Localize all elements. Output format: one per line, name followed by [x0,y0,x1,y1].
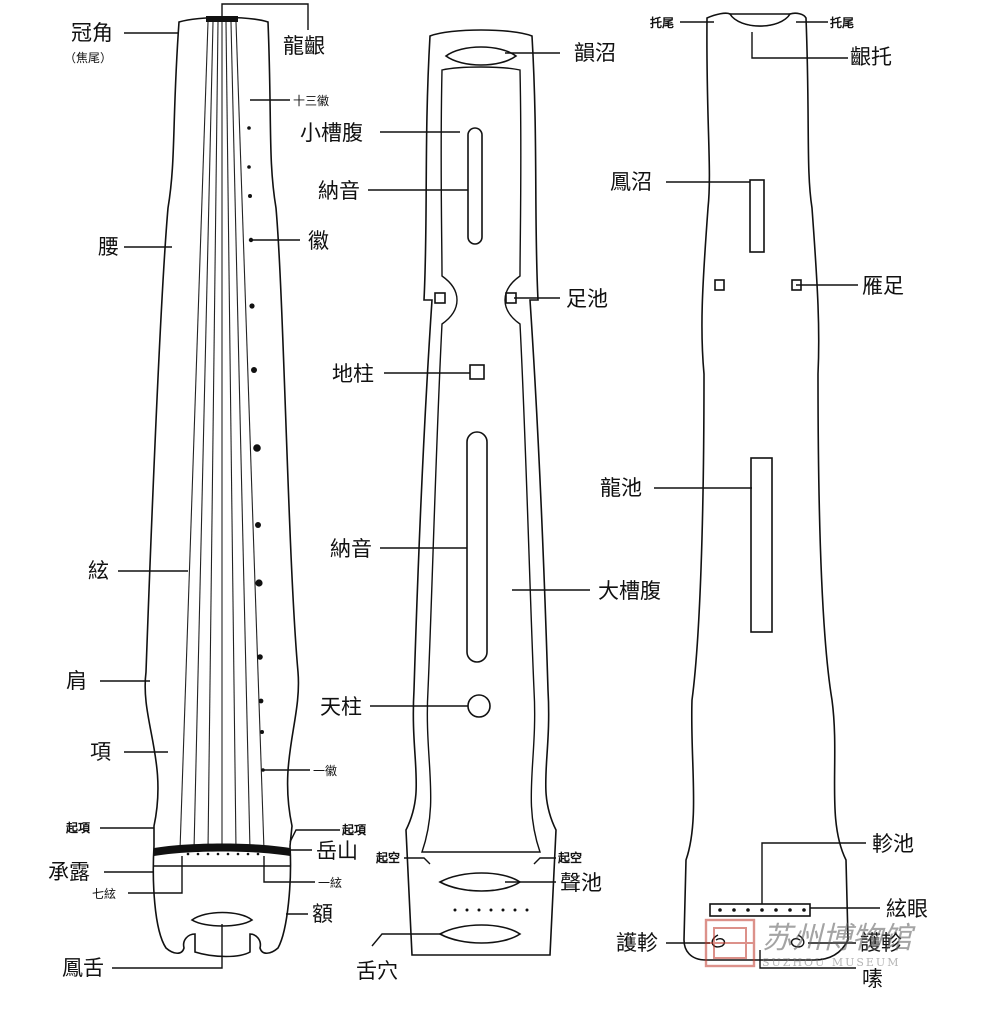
label-jiaowei: （焦尾） [64,51,112,65]
hui-markers [247,126,265,772]
yintuo-notch [728,13,792,27]
label-e: 額 [312,902,333,926]
shexue-hole [438,924,522,944]
label-longchi: 龍池 [600,476,642,500]
watermark-english: SUZHOU MUSEUM [762,956,900,969]
fengshe-tongue [190,911,254,927]
label-hui: 徽 [308,229,329,253]
longyin-ridge [206,16,238,22]
large-nayin-ridge [466,431,488,663]
label-fengshe: 鳳舌 [62,956,104,980]
label-dizhu: 地柱 [332,362,374,386]
label-huzhen-right: 護軫 [860,931,902,955]
label-qixiang-left: 起項 [65,820,91,835]
huzhen-left-curl [711,934,726,948]
tianzhu-pillar [467,694,491,718]
label-jian: 肩 [66,669,87,693]
label-fengzhao: 鳳沼 [610,170,652,194]
small-nayin-ridge [467,127,483,245]
strings [179,21,265,851]
label-xiaocaofu: 小槽腹 [300,121,363,145]
bottom-inner-cavity [421,66,541,853]
dizhu-pillar [469,364,485,380]
label-huzhen-left: 護軫 [616,931,658,955]
fengzhao-hole [749,179,765,253]
label-shisanhui: 十三徽 [293,93,329,108]
label-yanzu: 雁足 [862,274,904,298]
label-yixian: 一絃 [318,875,342,890]
label-tuowei-left: 托尾 [650,15,674,30]
label-yintuo: 齦托 [850,45,892,69]
label-zhenchi: 軫池 [872,832,914,856]
label-sang: 嗉 [862,967,883,991]
yueshan-bridge [154,843,290,856]
label-qixiang-right: 起項 [341,822,367,837]
label-nayin-bottom: 納音 [330,537,372,561]
label-yao: 腰 [98,235,119,259]
label-xiang: 項 [90,740,111,764]
label-nayin-top: 納音 [318,179,360,203]
string-holes [186,852,260,856]
label-shengchi: 聲池 [560,871,602,895]
label-yueshan: 岳山 [316,839,358,863]
label-longyin: 龍齦 [283,34,325,58]
longchi-hole [750,457,773,633]
zuchi-left [434,292,446,304]
label-yihui: 一徽 [313,763,337,778]
museum-logo-icon [704,918,756,968]
xianyan-holes [718,908,806,912]
label-qikong-right: 起空 [557,850,582,865]
back-view: 托尾 托尾 齦托 鳳沼 雁足 龍池 軫池 絃眼 護軫 護軫 嗉 [600,12,928,991]
museum-watermark: 苏州博物馆 SUZHOU MUSEUM [704,918,916,969]
label-zuchi: 足池 [566,287,608,311]
label-dacaofu: 大槽腹 [598,579,661,603]
label-guanjiao: 冠角 [71,21,113,45]
huzhen-right-curl [790,934,805,948]
label-qikong-left: 起空 [375,850,400,865]
label-chenglu: 承露 [48,860,90,884]
bottom-peg-holes [453,908,529,912]
label-qixian: 七絃 [92,886,116,901]
label-shexue: 舌穴 [356,959,398,983]
bottom-view: 韻沼 小槽腹 納音 足池 地柱 納音 大槽腹 天柱 起空 起空 聲池 舌穴 [300,29,661,983]
label-tuowei-right: 托尾 [830,15,854,30]
front-view: 冠角 （焦尾） 龍齦 十三徽 徽 腰 絃 肩 項 一徽 起項 起項 承露 岳山 … [48,3,367,980]
xianyan-bar [709,903,811,917]
label-xianyan: 絃眼 [886,897,928,921]
label-tianzhu: 天柱 [320,695,362,719]
label-xian: 絃 [88,559,109,583]
label-yunzhao: 韻沼 [574,41,616,65]
watermark-chinese: 苏州博物馆 [762,921,916,956]
yunzhao-hole [444,46,518,66]
yanzu-left [714,279,725,291]
